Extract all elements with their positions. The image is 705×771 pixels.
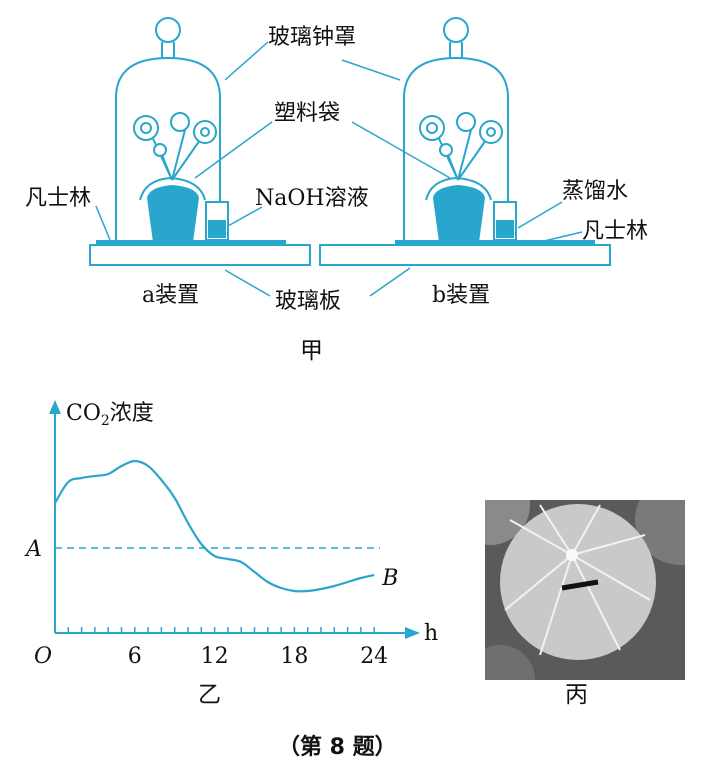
ref-label-a: A — [24, 537, 42, 562]
x-tick-label: 12 — [201, 644, 229, 669]
figure-yi: 6 12 18 24 CO2浓度 A B O h 乙 — [24, 400, 438, 708]
co2-concentration-curve — [54, 459, 375, 593]
glass-plate-a — [89, 244, 311, 266]
plant-stems-b — [435, 129, 487, 181]
bell-jar-knob-a — [155, 17, 181, 43]
vaseline-layer-b — [395, 240, 595, 245]
x-tick-label: 24 — [360, 644, 388, 669]
bell-jar-knob-b — [443, 17, 469, 43]
caption-yi: 乙 — [198, 682, 221, 708]
label-device-a: a装置 — [142, 283, 199, 308]
y-label-co: CO — [66, 401, 101, 426]
device-a — [89, 17, 311, 266]
caption-jia: 甲 — [300, 338, 323, 364]
glass-plate-b — [319, 244, 611, 266]
x-tick-label: 18 — [280, 644, 308, 669]
label-distilled-water: 蒸馏水 — [562, 179, 628, 204]
bell-jar-neck-a — [161, 42, 175, 58]
origin-label: O — [34, 644, 52, 669]
label-glass-plate: 玻璃板 — [275, 289, 341, 314]
question-caption: （第 8 题） — [278, 734, 397, 760]
leaf-center — [566, 549, 578, 561]
leaf-photo — [485, 500, 685, 680]
black-mark — [561, 579, 599, 591]
label-bell-jar: 玻璃钟罩 — [268, 25, 356, 50]
y-axis-arrow — [49, 400, 61, 414]
water-liquid — [496, 220, 514, 238]
flower-pot-a — [146, 184, 200, 243]
label-vaseline-left: 凡士林 — [25, 186, 91, 211]
bell-jar-b — [403, 56, 509, 242]
x-tick-label: 6 — [128, 644, 142, 669]
y-axis-label: CO2浓度 — [66, 401, 154, 429]
label-naoh: NaOH溶液 — [255, 186, 369, 211]
plant-leaves-b — [419, 112, 503, 157]
y-label-sub: 2 — [101, 413, 110, 429]
caption-bing: 丙 — [565, 682, 588, 708]
naoh-liquid — [208, 220, 226, 238]
x-axis-tick-labels: 6 12 18 24 — [128, 644, 388, 669]
figure-bing: 丙 — [485, 500, 685, 708]
bell-jar-a — [115, 56, 221, 242]
figure-jia — [89, 17, 611, 297]
end-label-b: B — [381, 566, 398, 591]
x-axis-ticks — [67, 627, 375, 633]
label-vaseline-right: 凡士林 — [582, 219, 648, 244]
device-b — [319, 17, 611, 266]
bell-jar-neck-b — [449, 42, 463, 58]
label-device-b: b装置 — [432, 283, 490, 308]
x-axis-arrow — [405, 627, 420, 639]
y-label-suffix: 浓度 — [110, 401, 154, 426]
plant-leaves-a — [133, 112, 217, 157]
leader-lines — [95, 41, 583, 297]
leaf-veins — [504, 504, 651, 656]
x-axis-label: h — [424, 621, 438, 646]
label-plastic-bag: 塑料袋 — [274, 101, 340, 126]
flower-pot-b — [432, 184, 486, 243]
plant-stems-a — [149, 129, 201, 181]
